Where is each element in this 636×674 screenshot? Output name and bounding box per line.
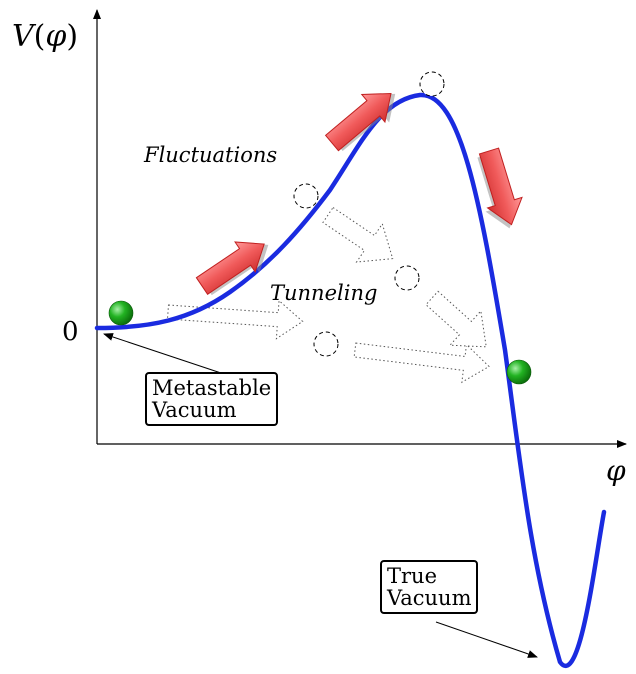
red-block-arrow-icon xyxy=(477,147,523,229)
ball-icon xyxy=(108,300,134,326)
metastable-pointer xyxy=(103,333,231,377)
x-axis-label: φ xyxy=(606,454,626,487)
metastable-vacuum-line2: Vacuum xyxy=(152,398,237,422)
tunnel-arrow-icon xyxy=(425,290,487,348)
bubble-icon xyxy=(394,265,420,291)
red-block-arrow-icon xyxy=(324,92,396,152)
tunneling-label: Tunneling xyxy=(270,281,377,305)
tunnel-arrow-icon xyxy=(322,206,394,263)
bubble-icon xyxy=(293,183,319,209)
y-axis-label: V(φ) xyxy=(12,19,78,54)
true-vacuum-label: True Vacuum xyxy=(380,560,479,614)
true-vacuum-line1: True xyxy=(387,564,437,588)
true-vacuum-line2: Vacuum xyxy=(387,586,472,610)
metastable-vacuum-line1: Metastable xyxy=(152,376,272,400)
fluctuations-label: Fluctuations xyxy=(143,143,277,167)
bubble-icon xyxy=(313,331,339,357)
red-block-arrow-icon xyxy=(195,241,269,296)
ball-icon xyxy=(506,359,532,385)
potential-curve xyxy=(94,92,607,668)
zero-tick-label: 0 xyxy=(62,317,79,347)
metastable-vacuum-label: Metastable Vacuum xyxy=(145,372,279,426)
bubble-icon xyxy=(419,71,445,97)
true-vacuum-pointer xyxy=(435,621,538,658)
